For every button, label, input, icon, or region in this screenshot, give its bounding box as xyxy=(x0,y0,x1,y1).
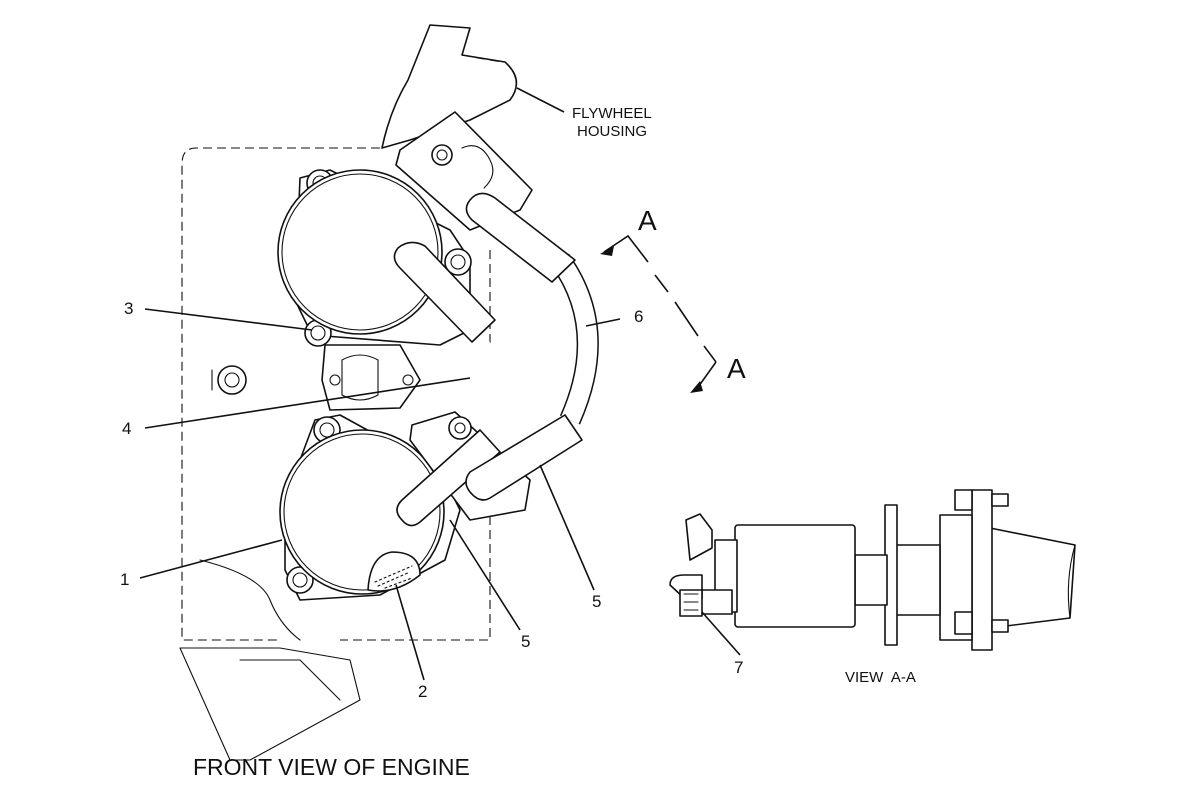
callout-2: 2 xyxy=(418,682,427,701)
mounting-plate xyxy=(211,344,421,411)
callout-7: 7 xyxy=(734,658,743,677)
callout-5-left: 5 xyxy=(521,632,530,651)
section-label-bottom: A xyxy=(727,353,746,384)
callouts: 1 2 3 4 5 5 6 7 xyxy=(120,299,743,701)
flywheel-label-line1: FLYWHEEL xyxy=(572,105,652,122)
section-label-top: A xyxy=(638,205,657,236)
section-line-a-a: A A xyxy=(600,205,746,393)
flywheel-label-line2: HOUSING xyxy=(577,123,647,140)
view-a-a-drawing xyxy=(669,489,1076,651)
callout-1: 1 xyxy=(120,570,129,589)
callout-4: 4 xyxy=(122,419,131,438)
lower-fuel-filter xyxy=(279,414,461,601)
front-view-title: FRONT VIEW OF ENGINE xyxy=(193,754,470,780)
upper-fuel-filter xyxy=(277,169,472,347)
callout-6: 6 xyxy=(634,307,643,326)
flywheel-housing xyxy=(381,24,518,149)
callout-5-right: 5 xyxy=(592,592,601,611)
view-a-a-label: VIEW A-A xyxy=(845,669,916,686)
callout-3: 3 xyxy=(124,299,133,318)
hose-6 xyxy=(465,192,599,501)
hose-4 xyxy=(393,241,507,527)
leader-lines xyxy=(139,87,741,681)
